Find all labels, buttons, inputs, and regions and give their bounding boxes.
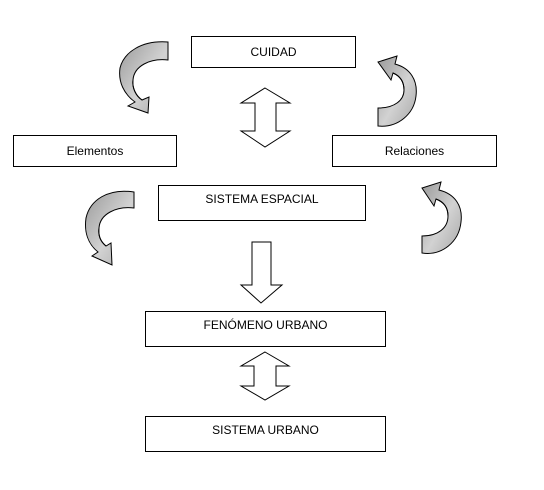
node-relaciones: Relaciones <box>332 135 497 167</box>
node-ciudad: CUIDAD <box>191 36 356 68</box>
curved-arrow-middle-right-icon <box>421 181 462 254</box>
node-sistema-urbano: SISTEMA URBANO <box>145 416 386 452</box>
curved-arrow-middle-left-icon <box>85 190 135 266</box>
down-arrow-sistema-espacial-fenomeno <box>239 241 284 304</box>
curved-arrow-top-right-icon <box>377 55 417 127</box>
node-sistema-espacial-label: SISTEMA ESPACIAL <box>205 192 319 206</box>
node-sistema-urbano-label: SISTEMA URBANO <box>212 423 319 437</box>
node-ciudad-label: CUIDAD <box>250 45 297 59</box>
node-elementos: Elementos <box>13 135 177 167</box>
node-fenomeno-urbano: FENÓMENO URBANO <box>145 311 386 347</box>
node-fenomeno-urbano-label: FENÓMENO URBANO <box>203 318 328 332</box>
double-arrow-ciudad-sistema-espacial <box>239 87 292 148</box>
curved-arrow-top-left-icon <box>119 41 169 114</box>
node-relaciones-label: Relaciones <box>384 144 445 158</box>
node-elementos-label: Elementos <box>66 144 124 158</box>
double-arrow-fenomeno-sistema-urbano <box>239 351 291 401</box>
node-sistema-espacial: SISTEMA ESPACIAL <box>158 185 366 221</box>
